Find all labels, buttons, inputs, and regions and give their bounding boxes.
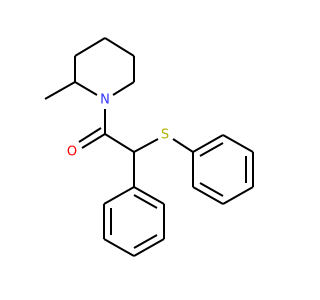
bond-carbonyl-o-1: [81, 133, 106, 149]
bond-sph-4: [222, 186, 254, 205]
bond-ph-d2: [133, 234, 158, 249]
thiophenyl-ring: [192, 134, 254, 205]
oxygen-atom-label: O: [67, 145, 77, 160]
bond-ring-c3-c4: [74, 37, 106, 57]
sulfur-atom-label: S: [161, 128, 169, 143]
bond-methyl: [44, 81, 76, 100]
bond-alpha-s: [133, 138, 159, 153]
piperidine-ring: [74, 37, 135, 96]
molecule-structure: N O S: [44, 37, 254, 257]
bond-carbonyl-o-2: [78, 127, 102, 143]
phenyl-ring: [103, 186, 165, 257]
bond-sph-2: [222, 134, 254, 153]
bond-ring-c4-c5: [104, 37, 135, 57]
bond-ph-4: [103, 238, 135, 257]
bond-sph-d3: [199, 182, 224, 197]
bond-sph-1: [192, 134, 224, 153]
nitrogen-atom-label: N: [100, 93, 110, 108]
bond-sph-d1: [199, 142, 224, 157]
bond-s-phenyl: [172, 138, 194, 153]
bond-ph-6: [103, 186, 135, 205]
bond-ph-3: [133, 238, 165, 257]
bond-ring-c6-n: [112, 81, 135, 96]
bond-ph-1: [133, 186, 165, 205]
bond-sph-5: [192, 186, 224, 205]
bond-ring-n-c2: [74, 81, 98, 96]
bond-carbonyl-alpha: [104, 133, 135, 153]
bond-ph-d1: [133, 194, 158, 209]
